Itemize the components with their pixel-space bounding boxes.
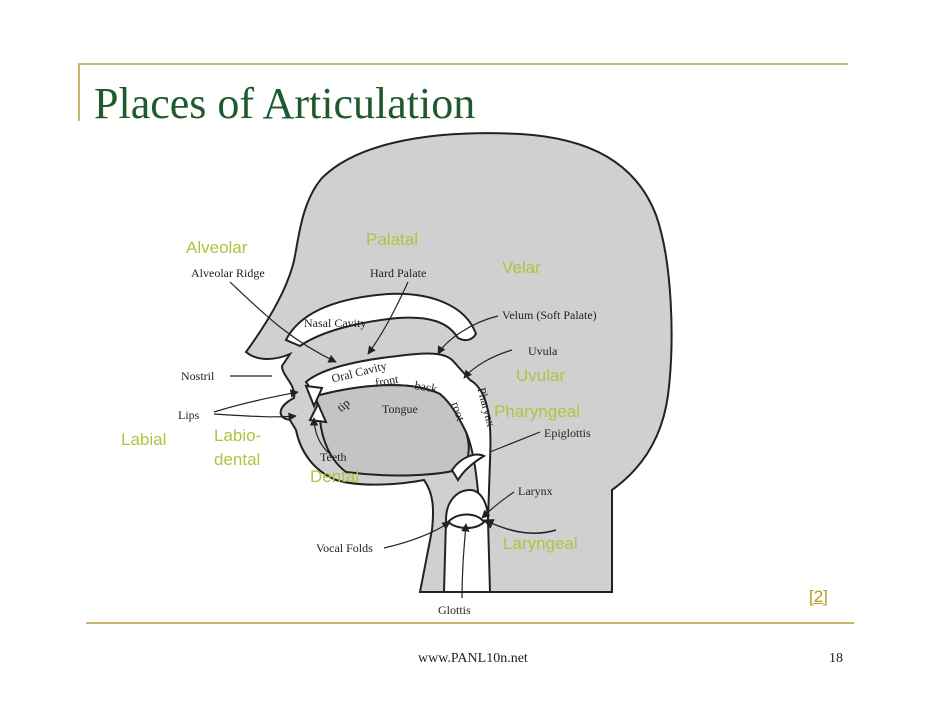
slide-title: Places of Articulation	[94, 79, 476, 128]
upper-teeth-shape	[304, 384, 324, 409]
anatomy-epiglottis: Epiglottis	[544, 426, 591, 440]
head-outline	[244, 132, 673, 593]
label-alveolar: Alveolar	[186, 238, 248, 257]
label-labial: Labial	[121, 430, 167, 449]
laryngeal-arrow	[483, 519, 557, 534]
anatomy-velum: Velum (Soft Palate)	[502, 308, 597, 322]
vocal-folds-pointer	[383, 521, 451, 549]
tongue-shape	[314, 384, 470, 477]
label-dental: Dental	[310, 467, 360, 486]
label-labiodental-line1: Labio-	[214, 426, 262, 445]
label-labiodental-line2: dental	[214, 450, 261, 469]
velum-pointer	[437, 315, 499, 355]
anatomy-nostril: Nostril	[181, 369, 215, 383]
label-palatal: Palatal	[366, 230, 418, 249]
footer-rule	[86, 622, 854, 624]
title-rule-left	[78, 63, 80, 121]
anatomy-tongue: Tongue	[382, 402, 418, 416]
anatomy-nasal-cavity: Nasal Cavity	[304, 316, 367, 330]
larynx-pointer	[481, 491, 515, 519]
anatomy-lips: Lips	[178, 408, 200, 422]
label-uvular: Uvular	[516, 366, 566, 385]
title-rule-top	[78, 63, 848, 65]
glottis-pointer	[461, 523, 470, 599]
anatomy-uvula: Uvula	[528, 344, 558, 358]
hard-palate-pointer	[367, 281, 409, 355]
teeth-pointer	[309, 417, 331, 455]
trachea-shape	[442, 488, 492, 593]
anatomy-larynx: Larynx	[518, 484, 553, 498]
anatomy-vocal-folds: Vocal Folds	[316, 541, 373, 555]
label-laryngeal: Laryngeal	[503, 534, 578, 553]
label-velar: Velar	[502, 258, 541, 277]
epiglottis-shape	[450, 453, 487, 482]
anatomy-alveolar-ridge: Alveolar Ridge	[191, 266, 265, 280]
anatomy-hard-palate: Hard Palate	[370, 266, 427, 280]
reference-link[interactable]: [2]	[809, 587, 828, 606]
epiglottis-pointer	[489, 431, 541, 453]
footer-url: www.PANL10n.net	[418, 651, 528, 666]
label-pharyngeal: Pharyngeal	[494, 402, 581, 421]
page-number: 18	[829, 651, 843, 666]
uvula-pointer	[463, 349, 513, 379]
lips-pointer-upper	[213, 389, 299, 413]
alveolar-ridge-pointer	[229, 281, 337, 363]
anatomy-glottis: Glottis	[438, 603, 471, 617]
lips-pointer-lower	[213, 412, 297, 421]
nasal-cavity-shape	[284, 292, 478, 348]
anatomy-teeth: Teeth	[320, 450, 347, 464]
